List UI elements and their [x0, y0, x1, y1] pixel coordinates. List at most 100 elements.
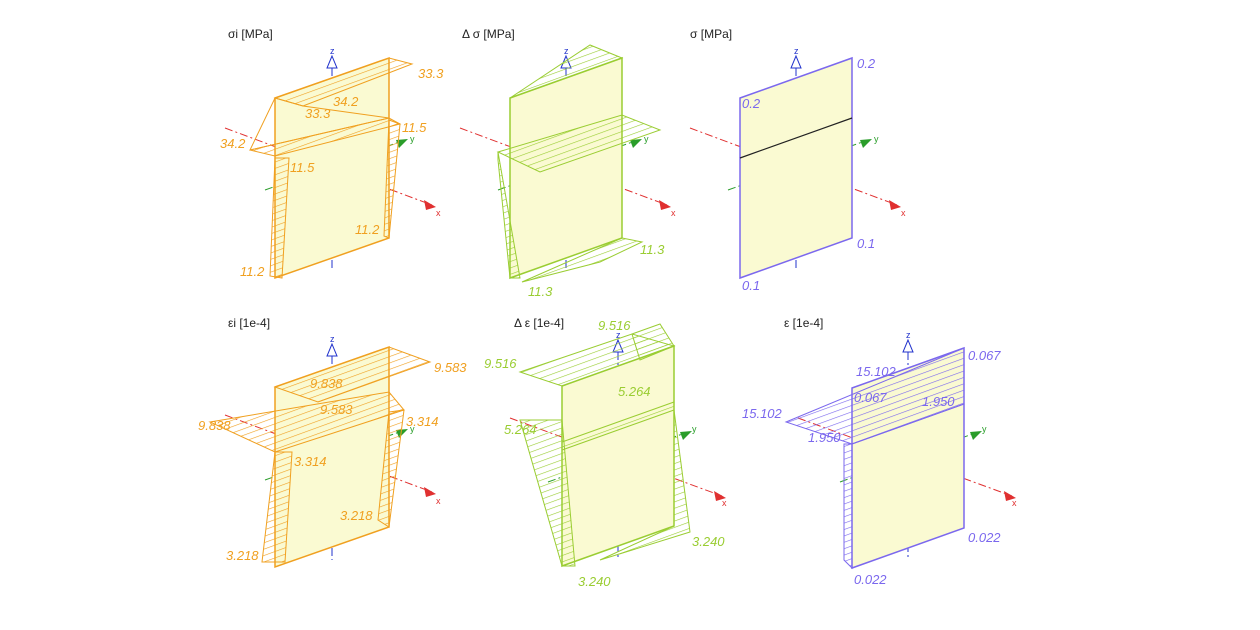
- strain-block-bottom-right: [377, 409, 405, 528]
- value-label: 5.264: [618, 384, 651, 399]
- value-label: 9.583: [320, 402, 353, 417]
- panel-sigma-i: σi [MPa] z x y 33.3 34.2 33.3 34.2 11.5 …: [220, 27, 444, 280]
- value-label: 11.5: [402, 120, 427, 135]
- value-label: 9.838: [198, 418, 231, 433]
- y-axis-arrow-icon: [970, 431, 982, 440]
- y-axis-arrow-icon: [396, 139, 408, 148]
- value-label: 3.314: [406, 414, 439, 429]
- value-label: 3.314: [294, 454, 327, 469]
- x-axis-label: x: [1012, 498, 1017, 508]
- strain-block-bottom-right: [599, 409, 691, 561]
- value-label: 11.2: [355, 222, 380, 237]
- x-axis-arrow-icon: [659, 200, 671, 210]
- value-label: 0.1: [742, 278, 760, 293]
- stress-block-bottom-left: [269, 157, 290, 279]
- z-axis-arrow-icon: [326, 54, 338, 69]
- value-label: 11.2: [240, 264, 265, 279]
- value-label: 5.264: [504, 422, 537, 437]
- y-axis-label: y: [874, 134, 879, 144]
- value-label: 9.516: [484, 356, 517, 371]
- z-axis-label: z: [330, 46, 335, 56]
- z-axis-arrow-icon: [790, 54, 802, 69]
- panel-title: εi [1e-4]: [228, 316, 270, 330]
- y-axis-label: y: [692, 424, 697, 434]
- value-label: 0.2: [742, 96, 761, 111]
- x-axis-line: [689, 127, 898, 206]
- x-axis-arrow-icon: [889, 200, 901, 210]
- value-label: 34.2: [333, 94, 359, 109]
- y-axis-arrow-icon: [630, 139, 642, 148]
- z-axis-label: z: [330, 334, 335, 344]
- strain-block-bottom-left: [261, 451, 293, 563]
- neutral-axis-line: [739, 117, 853, 159]
- y-axis-arrow-icon: [680, 431, 692, 440]
- panel-title: σ [MPa]: [690, 27, 732, 41]
- stress-block-bottom-right: [383, 119, 401, 239]
- stress-block-top: [509, 44, 624, 99]
- stress-block-bottom-right: [521, 237, 644, 283]
- x-axis-arrow-icon: [1004, 491, 1016, 501]
- y-axis-label: y: [410, 424, 415, 434]
- value-label: 33.3: [418, 66, 444, 81]
- value-label: 0.022: [854, 572, 887, 587]
- value-label: 0.067: [854, 390, 887, 405]
- value-label: 0.067: [968, 348, 1001, 363]
- x-axis-arrow-icon: [424, 487, 436, 497]
- stress-block-bottom-left: [497, 151, 521, 279]
- strain-block-bottom-left: [843, 443, 853, 570]
- value-label: 0.1: [857, 236, 875, 251]
- panel-title: Δ σ [MPa]: [462, 27, 515, 41]
- value-label: 9.838: [310, 376, 343, 391]
- value-label: 11.5: [290, 160, 315, 175]
- x-axis-line: [224, 127, 433, 206]
- panel-title: σi [MPa]: [228, 27, 273, 41]
- value-label: 9.516: [598, 318, 631, 333]
- panel-delta-sigma: Δ σ [MPa] z x y 11.3 11.3: [459, 27, 676, 299]
- value-label: 3.240: [578, 574, 611, 589]
- z-axis-label: z: [906, 330, 911, 340]
- value-label: 3.218: [226, 548, 259, 563]
- value-label: 3.240: [692, 534, 725, 549]
- panel-eps: ε [1e-4] z x y 0.067 15.102 0.067 15.102…: [742, 316, 1017, 587]
- panel-delta-eps: Δ ε [1e-4] z x y 9.516 9.516 5.264 5.264…: [484, 316, 727, 589]
- z-axis-label: z: [564, 46, 569, 56]
- strain-block-top-right: [631, 323, 675, 361]
- z-axis-arrow-icon: [326, 342, 338, 357]
- x-axis-label: x: [901, 208, 906, 218]
- value-label: 9.583: [434, 360, 467, 375]
- value-label: 0.2: [857, 56, 876, 71]
- x-axis-label: x: [671, 208, 676, 218]
- stress-block-middle: [496, 114, 662, 173]
- x-axis-label: x: [436, 208, 441, 218]
- value-label: 11.3: [640, 242, 665, 257]
- y-axis-label: y: [410, 134, 415, 144]
- y-axis-label: y: [982, 424, 987, 434]
- value-label: 1.950: [922, 394, 955, 409]
- panel-sigma: σ [MPa] z x y 0.2 0.2 0.1 0.1: [689, 27, 906, 293]
- strain-block-bottom-left: [519, 419, 576, 567]
- value-label: 11.3: [528, 284, 553, 299]
- cross-section-face: [739, 56, 853, 280]
- value-label: 15.102: [856, 364, 897, 379]
- value-label: 1.950: [808, 430, 841, 445]
- z-axis-arrow-icon: [902, 338, 914, 353]
- x-axis-arrow-icon: [714, 491, 726, 501]
- x-axis-label: x: [436, 496, 441, 506]
- stress-diagonal: [249, 97, 390, 151]
- x-axis-arrow-icon: [424, 200, 436, 210]
- z-axis-label: z: [616, 330, 621, 340]
- panel-eps-i: εi [1e-4] z x y 9.583 9.838 9.583 9.838 …: [198, 316, 467, 569]
- x-axis-label: x: [722, 498, 727, 508]
- y-axis-arrow-icon: [860, 139, 872, 148]
- value-label: 0.022: [968, 530, 1001, 545]
- panel-title: Δ ε [1e-4]: [514, 316, 564, 330]
- x-axis-line: [459, 127, 668, 206]
- strain-block-top: [273, 346, 432, 403]
- panel-title: ε [1e-4]: [784, 316, 823, 330]
- value-label: 15.102: [742, 406, 783, 421]
- value-label: 3.218: [340, 508, 373, 523]
- value-label: 34.2: [220, 136, 246, 151]
- value-label: 33.3: [305, 106, 331, 121]
- z-axis-label: z: [794, 46, 799, 56]
